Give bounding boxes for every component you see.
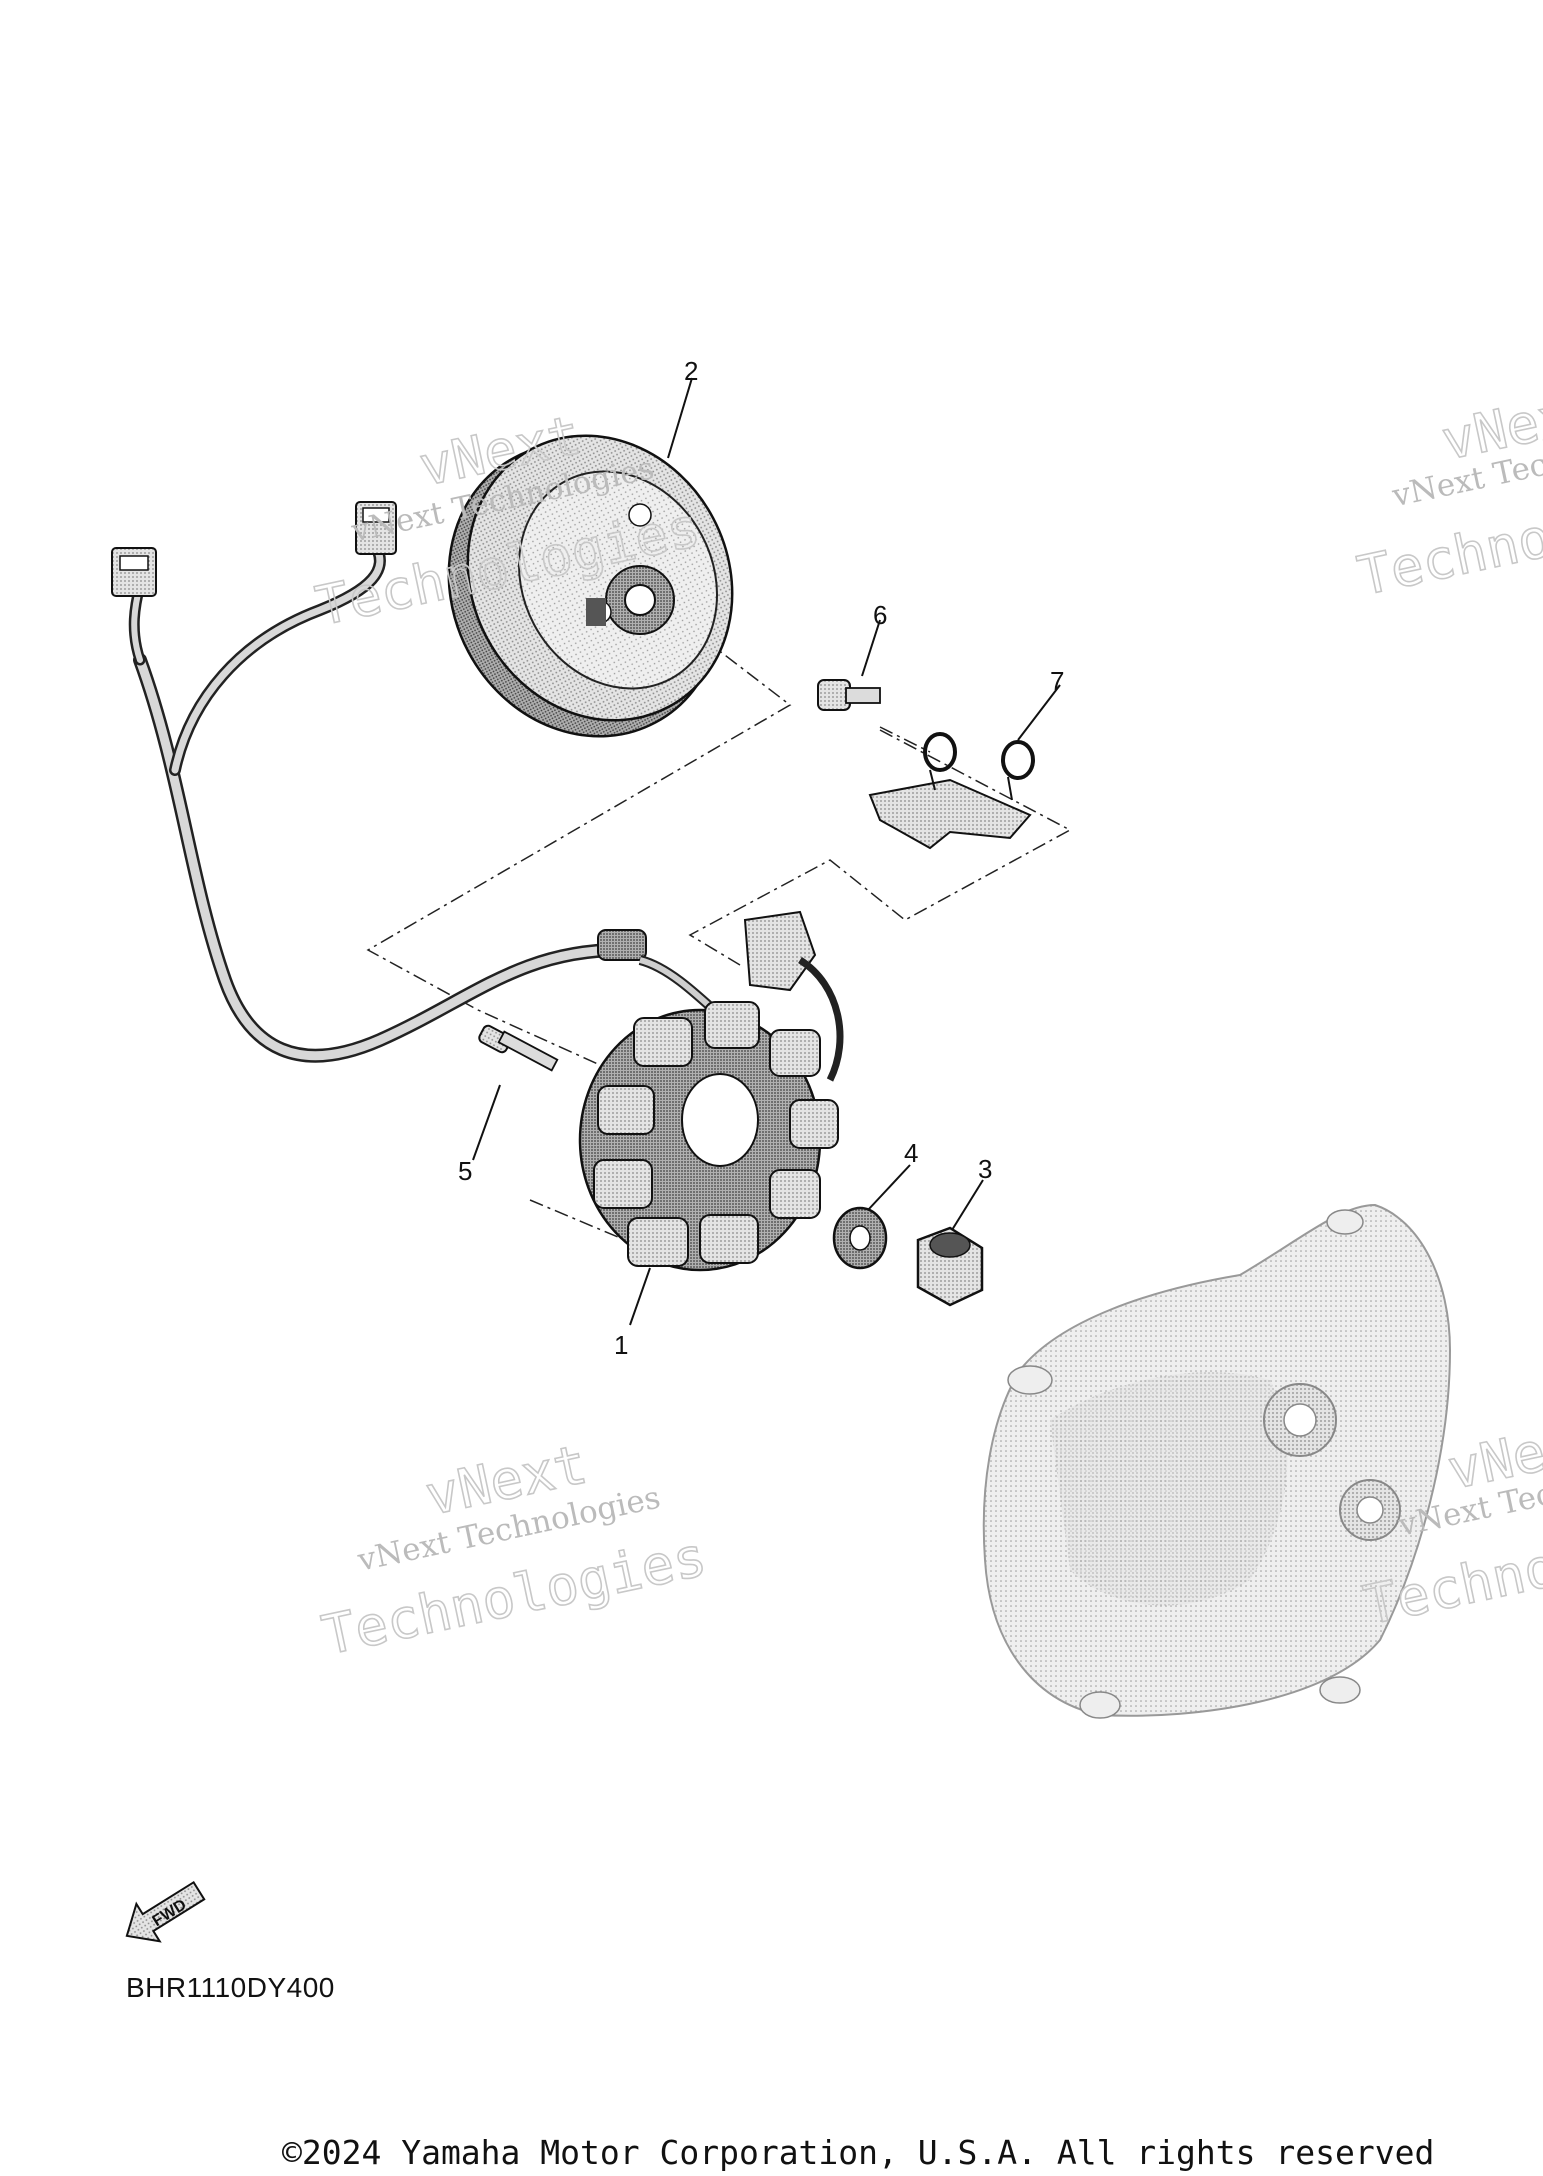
callout-3: 3 bbox=[978, 1154, 992, 1184]
callout-1: 1 bbox=[614, 1330, 628, 1360]
watermark-2: vNext vNext Technologies Technologies bbox=[1352, 376, 1543, 608]
leader-lines bbox=[472, 377, 1061, 1326]
callout-5: 5 bbox=[458, 1156, 472, 1186]
diagram-code: BHR1110DY400 bbox=[126, 1972, 335, 2003]
stator-assembly bbox=[578, 910, 844, 1272]
callout-2: 2 bbox=[684, 356, 698, 386]
callout-numbers: 1 2 3 4 5 6 7 bbox=[458, 356, 1064, 1360]
harness-connectors bbox=[111, 501, 397, 597]
wiring-harness bbox=[128, 539, 627, 1063]
watermark-3: vNext vNext Technologies Technologies bbox=[316, 1432, 712, 1669]
bolt bbox=[817, 679, 881, 711]
crankcase-cover bbox=[982, 1203, 1452, 1719]
callout-6: 6 bbox=[873, 600, 887, 630]
rotor-flywheel bbox=[447, 434, 734, 738]
callout-4: 4 bbox=[904, 1138, 918, 1168]
washer bbox=[832, 1206, 888, 1270]
fwd-arrow-icon: FWD bbox=[125, 1880, 206, 1943]
lead-clamp bbox=[868, 732, 1035, 850]
callout-7: 7 bbox=[1050, 666, 1064, 696]
copyright-notice: ©2024 Yamaha Motor Corporation, U.S.A. A… bbox=[282, 2133, 1435, 2172]
nut bbox=[916, 1226, 984, 1307]
stator-bolt bbox=[478, 1024, 559, 1072]
